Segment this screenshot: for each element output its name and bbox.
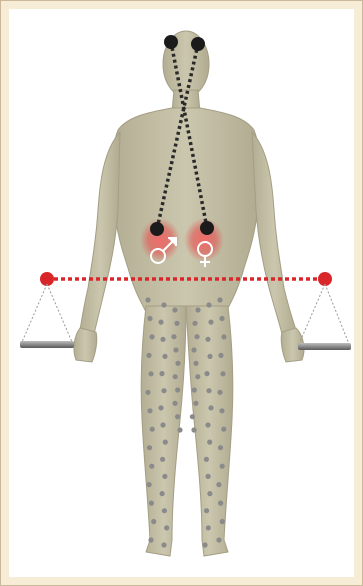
leg-dot [220,519,225,524]
leg-dot [145,390,150,395]
leg-dot [205,337,210,342]
leg-dot [158,405,163,410]
pituitary-node-left [164,35,178,49]
leg-dot [218,445,223,450]
right-arm [252,132,296,334]
leg-dot [207,440,212,445]
leg-dot [174,321,179,326]
leg-dot [206,474,211,479]
leg-dot [190,414,195,419]
right-scale-pan [298,343,351,350]
leg-dot [220,371,225,376]
leg-dot [204,457,209,462]
right-pan-string-a [299,284,325,344]
leg-dot [216,482,221,487]
leg-dot [161,388,166,393]
left-pan-string-b [47,284,72,342]
pituitary-node-right [191,37,205,51]
leg-dot [171,334,176,339]
leg-dot [147,482,152,487]
leg-dot [206,525,211,530]
leg-dot [147,408,152,413]
leg-dot [146,353,151,358]
leg-dot [158,320,163,325]
torso [112,108,260,312]
leg-dot [192,321,197,326]
right-pan-string-b [325,284,349,344]
leg-dot [148,537,153,542]
left-hand [74,328,97,362]
leg-dot [172,307,177,312]
leg-dot [208,320,213,325]
leg-dot [218,353,223,358]
leg-dot [173,374,178,379]
leg-dot [175,361,180,366]
leg-dot [175,414,180,419]
leg-dot [208,405,213,410]
leg-dot [219,316,224,321]
left-pan-string-a [22,284,47,342]
leg-dot [159,371,164,376]
leg-dot [217,297,222,302]
adrenal-node-left [150,222,164,236]
leg-dot [160,422,165,427]
leg-dot [160,457,165,462]
leg-dot [219,408,224,413]
leg-dot [221,334,226,339]
leg-dot [195,307,200,312]
leg-dot [207,491,212,496]
leg-dot [195,374,200,379]
leg-dot [221,427,226,432]
leg-dot [161,542,166,547]
leg-dot [149,464,154,469]
leg-dot [204,508,209,513]
leg-dot [163,440,168,445]
leg-dot [216,537,221,542]
leg-dot [160,491,165,496]
leg-dot [147,316,152,321]
leg-dot [173,347,178,352]
leg-dot [149,334,154,339]
leg-dot [204,371,209,376]
leg-dot [177,427,182,432]
leg-dot [173,401,178,406]
leg-dot [207,354,212,359]
leg-dot [205,422,210,427]
right-pan-strings [299,284,349,344]
leg-dot [194,334,199,339]
leg-dot [149,501,154,506]
leg-dot [193,361,198,366]
leg-dot [164,525,169,530]
human-body-figure [74,31,304,556]
leg-dot [202,542,207,547]
left-pan-strings [22,284,72,342]
leg-dot [162,354,167,359]
leg-dot [162,508,167,513]
leg-dot [151,519,156,524]
left-arm [80,132,120,334]
leg-dot [191,347,196,352]
balance-beam-right-end [318,272,332,286]
balance-beam-left-end [40,272,54,286]
leg-dot [162,474,167,479]
leg-dot [191,427,196,432]
leg-dot [193,401,198,406]
adrenal-node-right [200,221,214,235]
leg-dot [161,302,166,307]
leg-dot [145,297,150,302]
leg-dot [192,387,197,392]
leg-dot [175,387,180,392]
leg-dot [206,388,211,393]
left-scale-pan [20,341,74,348]
leg-dot [218,501,223,506]
leg-dot [148,371,153,376]
leg-dot [206,302,211,307]
leg-dot [160,337,165,342]
leg-dot [150,427,155,432]
leg-dot [147,445,152,450]
leg-dot [217,390,222,395]
leg-dot [220,464,225,469]
